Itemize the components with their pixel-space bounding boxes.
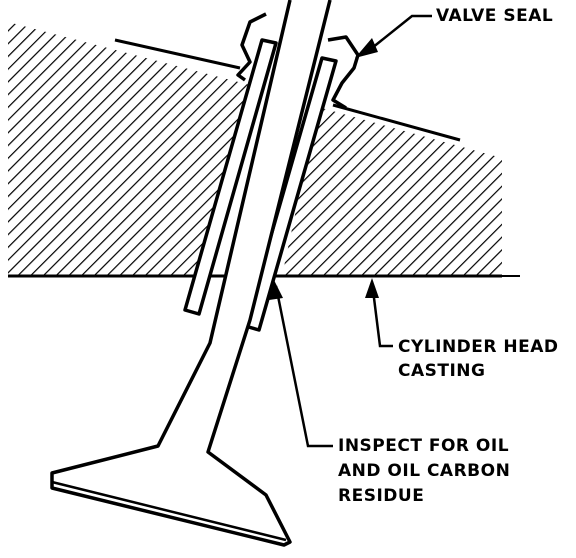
cylinder-head-casting-left [8, 22, 250, 276]
valve-seal-leader [371, 14, 432, 49]
inspect-label-line2: AND OIL CARBON [338, 461, 511, 481]
cylinder-head-casting-right [282, 107, 502, 276]
seal-surface-right [332, 103, 461, 142]
seal-surface-left [114, 38, 241, 70]
valve-seal-arrowhead [355, 38, 378, 58]
valve-seal [236, 12, 360, 110]
cylinder-head-leader [370, 281, 393, 348]
valve-guide-left [183, 38, 278, 316]
cylinder-head-label-line1: CYLINDER HEAD [398, 337, 559, 357]
valve-face-line [51, 480, 287, 542]
cylinder-head-label-line2: CASTING [398, 361, 486, 381]
inspect-leader [274, 285, 333, 448]
cylinder-head-arrowhead [365, 278, 379, 298]
valve-stem [50, 0, 332, 547]
inspect-label-line3: RESIDUE [338, 486, 425, 506]
inspect-label-line1: INSPECT FOR OIL [338, 436, 510, 456]
inspect-arrowhead [269, 280, 283, 300]
valve-seal-label: VALVE SEAL [436, 6, 554, 26]
